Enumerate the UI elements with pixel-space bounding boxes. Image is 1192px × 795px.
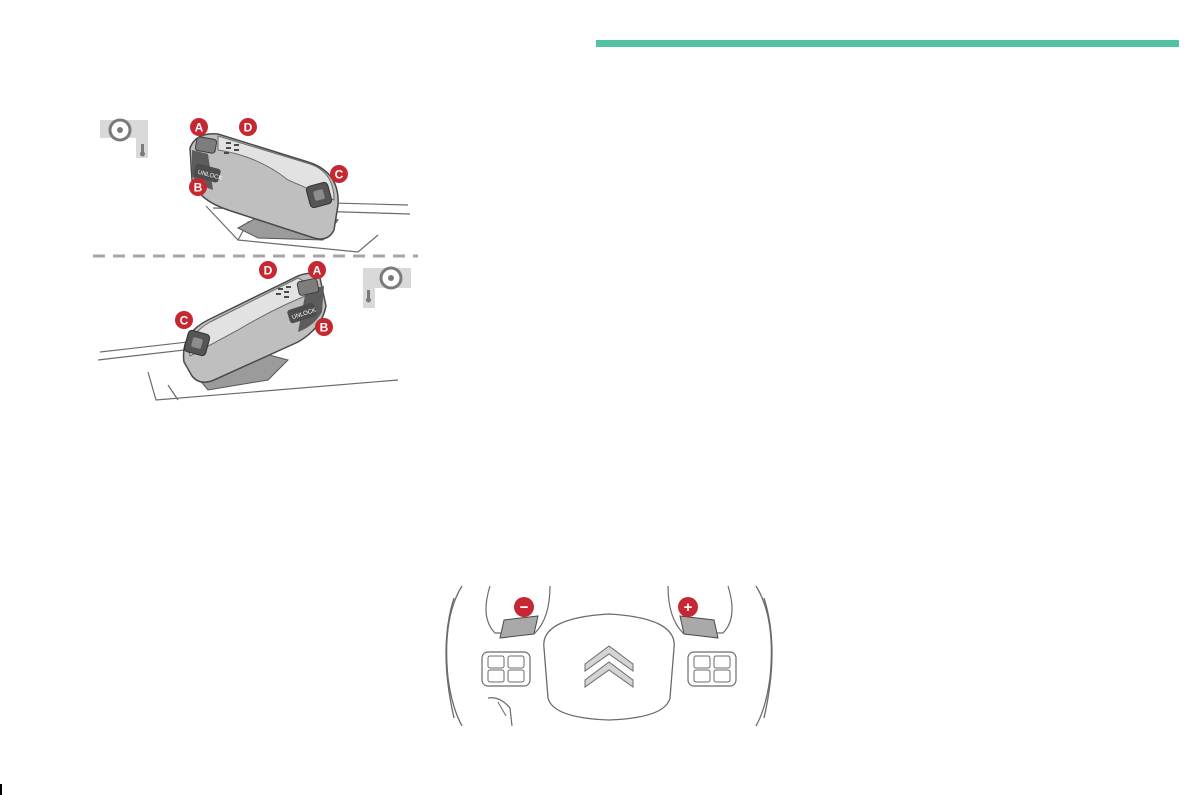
svg-text:C: C: [335, 168, 344, 182]
callout-d-bottom: D: [259, 261, 277, 279]
minus-badge: −: [514, 597, 534, 617]
svg-text:A: A: [313, 264, 322, 278]
gear-selector-figure: UNLOCK A D B C: [88, 110, 423, 405]
svg-text:+: +: [684, 599, 693, 616]
page-corner-mark: [0, 784, 2, 795]
callout-d-top: D: [239, 118, 257, 136]
callout-b-bottom: B: [315, 318, 333, 336]
callout-a-bottom: A: [308, 261, 326, 279]
steering-wheel-rhd-icon: [363, 268, 411, 308]
callout-b-top: B: [189, 178, 207, 196]
svg-text:A: A: [195, 121, 204, 135]
callout-a-top: A: [190, 118, 208, 136]
svg-text:D: D: [264, 264, 273, 278]
callout-c-top: C: [330, 165, 348, 183]
steering-wheel-lhd-icon: [100, 120, 148, 158]
plus-badge: +: [678, 597, 698, 617]
svg-text:B: B: [194, 181, 203, 195]
plus-paddle-icon[interactable]: [680, 616, 718, 638]
svg-text:−: −: [520, 599, 529, 616]
steering-wheel-paddles-figure: − +: [440, 578, 778, 726]
svg-text:C: C: [180, 314, 189, 328]
svg-text:B: B: [320, 321, 329, 335]
minus-paddle-icon[interactable]: [500, 616, 538, 638]
callout-c-bottom: C: [175, 311, 193, 329]
svg-text:D: D: [244, 121, 253, 135]
section-header-rule: [596, 40, 1179, 47]
